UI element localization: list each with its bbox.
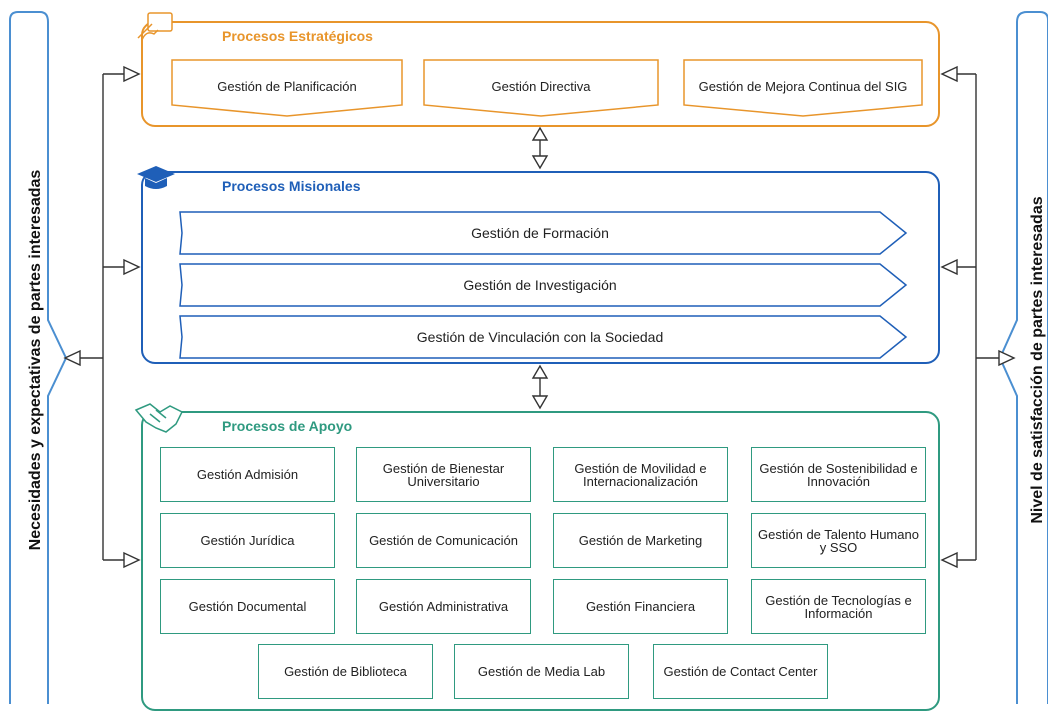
strategic-item-shape-1: [171, 59, 403, 117]
support-item-7[interactable]: Gestión de Marketing: [553, 513, 728, 568]
support-item-3[interactable]: Gestión de Movilidad e Internacionalizac…: [553, 447, 728, 502]
support-item-9[interactable]: Gestión Documental: [160, 579, 335, 634]
support-item-10[interactable]: Gestión Administrativa: [356, 579, 531, 634]
support-item-2[interactable]: Gestión de Bienestar Universitario: [356, 447, 531, 502]
right-connectors: [957, 73, 999, 561]
left-connectors: [80, 73, 124, 561]
right-output-panel: [998, 11, 1048, 704]
missional-item-2[interactable]: Gestión de Investigación: [463, 276, 617, 293]
strategic-item-1[interactable]: Gestión de Planificación: [217, 78, 357, 94]
strategic-title: Procesos Estratégicos: [222, 28, 373, 44]
left-arrowheads: [63, 65, 141, 569]
missional-title: Procesos Misionales: [222, 178, 361, 194]
support-title: Procesos de Apoyo: [222, 418, 353, 434]
strategic-item-2[interactable]: Gestión Directiva: [491, 78, 591, 94]
right-arrowheads: [940, 65, 1016, 569]
support-item-14[interactable]: Gestión de Media Lab: [454, 644, 629, 699]
support-item-1[interactable]: Gestión Admisión: [160, 447, 335, 502]
double-arrow-missional-support: [531, 364, 549, 410]
strategic-item-shape-2: [423, 59, 659, 117]
support-item-13[interactable]: Gestión de Biblioteca: [258, 644, 433, 699]
support-item-5[interactable]: Gestión Jurídica: [160, 513, 335, 568]
missional-item-1[interactable]: Gestión de Formación: [471, 224, 609, 241]
support-item-4[interactable]: Gestión de Sostenibilidad e Innovación: [751, 447, 926, 502]
left-input-panel: [9, 11, 68, 704]
support-item-15[interactable]: Gestión de Contact Center: [653, 644, 828, 699]
missional-item-3[interactable]: Gestión de Vinculación con la Sociedad: [416, 328, 664, 345]
support-item-6[interactable]: Gestión de Comunicación: [356, 513, 531, 568]
double-arrow-strategic-missional: [531, 126, 549, 170]
support-item-11[interactable]: Gestión Financiera: [553, 579, 728, 634]
strategic-item-3[interactable]: Gestión de Mejora Continua del SIG: [698, 78, 908, 94]
strategic-item-shape-3: [683, 59, 923, 117]
support-item-8[interactable]: Gestión de Talento Humano y SSO: [751, 513, 926, 568]
support-item-12[interactable]: Gestión de Tecnologías e Información: [751, 579, 926, 634]
